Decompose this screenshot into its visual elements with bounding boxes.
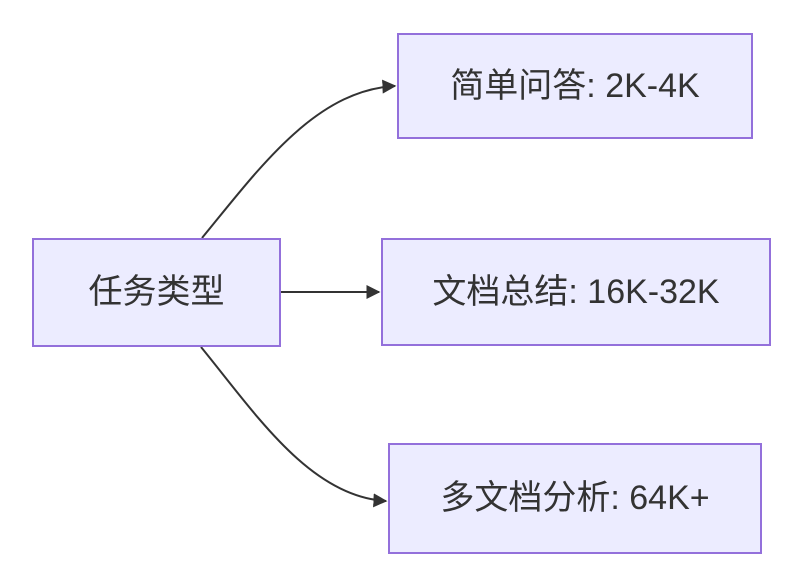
node-task-type-label: 任务类型: [88, 273, 225, 312]
edge-root-to-simple-qa: [201, 79, 397, 239]
node-multidoc-analysis: 多文档分析: 64K+: [388, 443, 762, 554]
node-simple-qa: 简单问答: 2K-4K: [397, 33, 753, 139]
edge-root-to-multidoc-analysis: [200, 346, 388, 508]
node-task-type: 任务类型: [32, 238, 281, 347]
node-multidoc-analysis-label: 多文档分析: 64K+: [440, 479, 710, 518]
node-doc-summary-label: 文档总结: 16K-32K: [432, 272, 720, 311]
node-doc-summary: 文档总结: 16K-32K: [381, 238, 771, 346]
node-simple-qa-label: 简单问答: 2K-4K: [450, 66, 700, 105]
